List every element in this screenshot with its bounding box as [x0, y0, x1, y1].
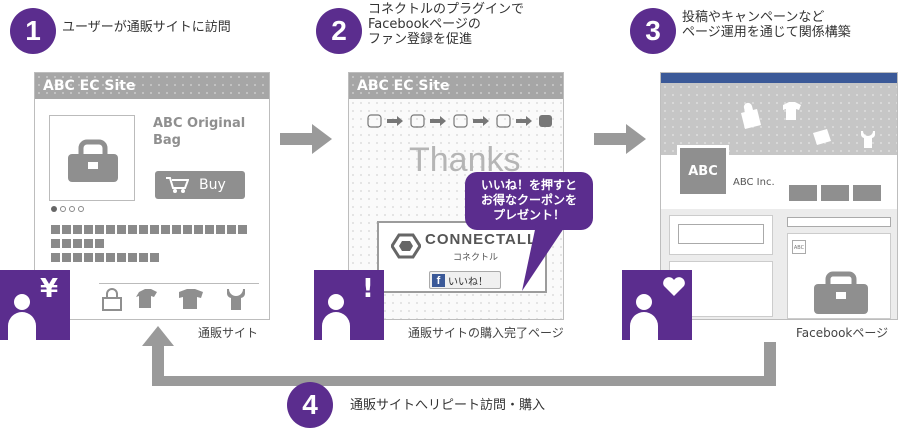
page-name: ABC Inc. [733, 177, 775, 188]
ec-site-caption: 通販サイト [198, 326, 259, 340]
user-heart-badge [622, 270, 692, 340]
connectall-brand-sub: コネクトル [453, 253, 499, 263]
post-header-bar [787, 217, 891, 227]
exclamation-icon: ! [362, 274, 374, 304]
tank-top-icon [861, 131, 875, 148]
user-exclamation-badge: ! [314, 270, 384, 340]
page-action-button[interactable] [789, 185, 817, 201]
placeholder-text-line [51, 239, 104, 248]
post-thumb: ABC [792, 240, 806, 254]
shirt-icon [136, 289, 157, 308]
page-action-button[interactable] [853, 185, 881, 201]
left-column-box [669, 215, 773, 255]
like-label: いいね！ [448, 276, 488, 288]
coupon-speech-bubble: いいね！を押すと お得なクーポンを プレゼント！ [465, 172, 593, 230]
step-3-number: 3 [630, 8, 676, 54]
bag-icon [741, 102, 761, 129]
step-2-text: コネクトルのプラグインで Facebookページの ファン登録を促進 [368, 2, 525, 47]
flow-arrow-icon [594, 124, 646, 154]
user-icon [8, 294, 36, 340]
placeholder-text-line [51, 225, 247, 234]
yen-icon: ¥ [40, 274, 59, 304]
buy-label: Buy [199, 177, 226, 193]
thanks-page-caption: 通販サイトの購入完了ページ [408, 326, 564, 340]
user-icon [322, 294, 350, 340]
facebook-page-window: ABC ABC Inc. ABC [660, 72, 898, 320]
flow-arrow-icon [280, 124, 332, 154]
user-icon [630, 277, 685, 340]
cover-photo [661, 83, 897, 155]
cart-icon [166, 177, 189, 193]
page-action-button[interactable] [821, 185, 849, 201]
post-card: ABC [787, 233, 891, 319]
heart-icon [663, 277, 685, 296]
product-image [49, 115, 135, 201]
facebook-f-icon: f [432, 273, 445, 287]
bag-icon [68, 139, 118, 182]
step-2-number: 2 [316, 8, 362, 54]
connectall-widget: CONNECTALL コネクトル f いいね！ [377, 221, 547, 293]
step-3-text: 投稿やキャンペーンなど ページ運用を通じて関係構築 [682, 10, 851, 40]
profile-avatar: ABC [677, 145, 729, 197]
placeholder-text-line [51, 253, 159, 262]
step-1-text: ユーザーが通販サイトに訪問 [62, 20, 231, 35]
facebook-top-bar [661, 73, 897, 83]
bubble-tail [522, 225, 566, 291]
tank-top-icon [227, 289, 245, 310]
connectall-brand: CONNECTALL [425, 231, 538, 248]
buy-button[interactable]: Buy [155, 171, 245, 199]
connectall-logo-icon [391, 233, 421, 259]
bag-icon [814, 271, 868, 314]
user-yen-badge: ¥ [0, 270, 70, 340]
tshirt-icon [179, 289, 203, 309]
product-name: ABC Original Bag [153, 116, 246, 148]
step-1-number: 1 [10, 8, 56, 54]
repeat-visit-arrow [142, 326, 776, 386]
checkout-progress [367, 114, 552, 128]
ec-site-window: ABC EC Site ABC Original Bag Buy [34, 72, 270, 320]
tshirt-icon [783, 102, 801, 120]
page-action-buttons [789, 185, 881, 201]
like-button[interactable]: f いいね！ [429, 271, 501, 289]
bag-icon [813, 129, 831, 145]
product-icon-row [99, 283, 259, 311]
facebook-page-caption: Facebookページ [796, 326, 889, 340]
step-4-text: 通販サイトへリピート訪問・購入 [350, 398, 546, 413]
step-4-number: 4 [287, 382, 333, 428]
carousel-dots [51, 206, 84, 212]
thanks-page-header: ABC EC Site [349, 73, 563, 99]
ec-site-header: ABC EC Site [35, 73, 269, 99]
bag-icon [102, 288, 122, 311]
